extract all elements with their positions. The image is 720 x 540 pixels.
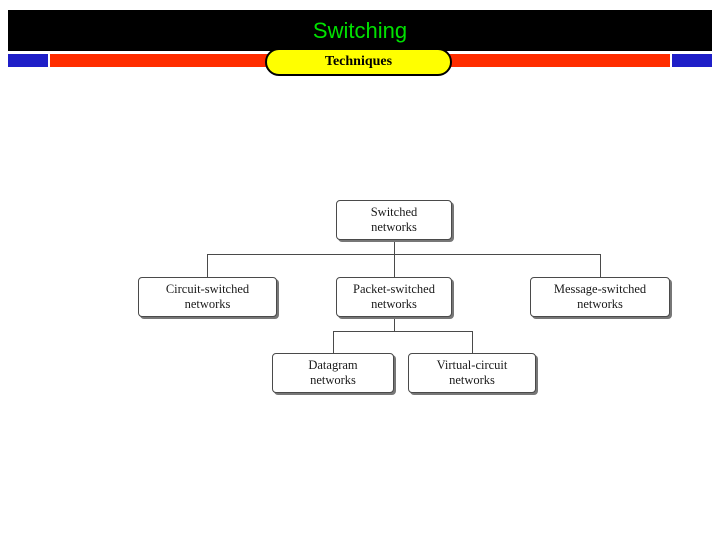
node-label-line1: Datagram [308,358,358,372]
node-label-line2: networks [371,220,417,234]
node-label-line2: networks [577,297,623,311]
edge-tier2-bus [333,331,473,332]
node-datagram-networks: Datagram networks [272,353,394,393]
node-message-switched-networks: Message-switched networks [530,277,670,317]
subtitle-text: Techniques [324,54,393,69]
node-label-line1: Message-switched [553,282,647,296]
edge-packet-down [394,317,395,331]
edge-to-packet-switched [394,254,395,277]
stripe-blue-left [8,54,48,67]
node-label-line2: networks [371,297,417,311]
subtitle-pill: Techniques [265,48,452,76]
stripe-blue-right [672,54,712,67]
node-label-line1: Circuit-switched [165,282,250,296]
node-label-line2: networks [449,373,495,387]
node-virtual-circuit-networks: Virtual-circuit networks [408,353,536,393]
node-switched-networks: Switched networks [336,200,452,240]
node-label-line1: Virtual-circuit [436,358,508,372]
edge-to-datagram [333,331,334,353]
switching-techniques-diagram: Switched networks Circuit-switched netwo… [120,185,680,400]
header-band: Switching [8,10,712,51]
node-label-line1: Packet-switched [353,282,435,296]
edge-to-circuit-switched [207,254,208,277]
edge-tier1-bus [207,254,600,255]
node-label-line2: networks [310,373,356,387]
node-circuit-switched-networks: Circuit-switched networks [138,277,277,317]
node-label-line1: Switched [370,205,418,219]
edge-to-message-switched [600,254,601,277]
node-packet-switched-networks: Packet-switched networks [336,277,452,317]
edge-switched-down [394,240,395,254]
page-title: Switching [312,18,408,43]
node-label-line2: networks [184,297,231,311]
edge-to-virtual-circuit [472,331,473,353]
